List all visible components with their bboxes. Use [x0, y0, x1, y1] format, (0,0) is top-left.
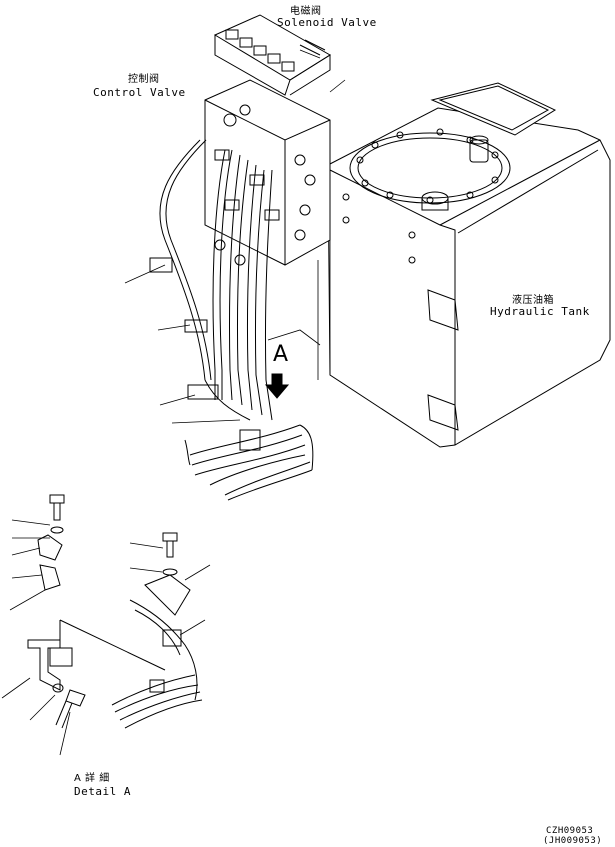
hose-bundle [149, 139, 314, 501]
control-valve-label-cn: 控制阀 [128, 74, 160, 85]
detail-a-right [111, 532, 203, 729]
detail-a-title-cn: A 詳 細 [74, 773, 110, 784]
solenoid-valve-label-cn: 电磁阀 [290, 6, 322, 17]
hydraulic-tank-label-cn: 液压油箱 [512, 295, 554, 306]
control-valve [204, 79, 331, 266]
control-valve-label-en: Control Valve [93, 86, 186, 99]
hydraulic-tank-label-en: Hydraulic Tank [490, 305, 590, 318]
detail-a-left [27, 494, 166, 729]
solenoid-valve [213, 14, 331, 96]
drawing-code-alt: (JH009053) [543, 836, 603, 846]
solenoid-valve-label-en: Solenoid Valve [277, 16, 377, 29]
hydraulic-tank [327, 82, 611, 448]
view-arrow [264, 373, 290, 399]
drawing-code: CZH09053 [546, 826, 594, 836]
detail-a-title-en: Detail A [74, 785, 131, 798]
leader-lines [124, 49, 346, 424]
view-a-letter: A [273, 342, 289, 367]
detail-leader-lines [1, 519, 211, 756]
